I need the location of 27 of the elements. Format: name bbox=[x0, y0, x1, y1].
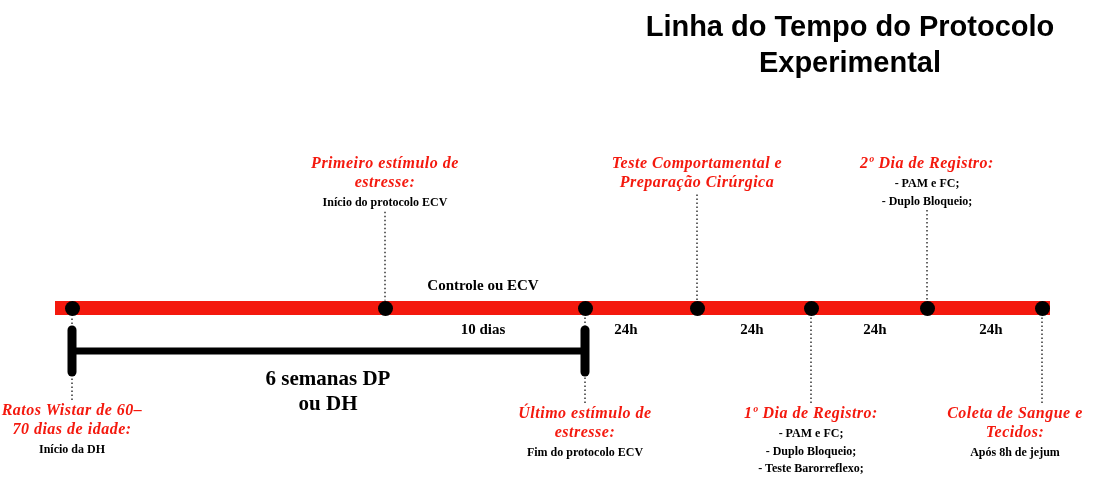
callout-text: - Teste Barorreflexo; bbox=[758, 459, 864, 477]
callout-text: - PAM e FC; bbox=[894, 175, 960, 193]
timeline-label: 24h bbox=[979, 320, 1003, 339]
timeline-label: 24h bbox=[740, 320, 764, 339]
callout-text: Fim do protocolo ECV bbox=[526, 444, 644, 462]
callout-heading: Último estímulo de estresse: bbox=[517, 403, 653, 442]
callout-heading: Coleta de Sangue e Tecidos: bbox=[946, 403, 1084, 442]
callout-text: Após 8h de jejum bbox=[970, 444, 1060, 462]
callout-text: Início da DH bbox=[39, 441, 105, 459]
leader-line bbox=[696, 193, 698, 302]
timeline-label: 10 dias bbox=[460, 320, 506, 339]
title: Linha do Tempo do Protocolo Experimental bbox=[644, 9, 1056, 81]
timeline-label: 24h bbox=[614, 320, 638, 339]
timeline-label: 6 semanas DP ou DH bbox=[264, 366, 392, 417]
callout-text: - Duplo Bloqueio; bbox=[881, 192, 973, 210]
timeline-label: 24h bbox=[863, 320, 887, 339]
callout-text: - Duplo Bloqueio; bbox=[765, 442, 857, 460]
callout-heading: 1º Dia de Registro: bbox=[744, 403, 878, 423]
callout-text: Início do protocolo ECV bbox=[322, 194, 448, 212]
leader-line bbox=[384, 211, 386, 302]
callout-heading: Teste Comportamental e Preparação Cirúrgica bbox=[610, 153, 784, 192]
callout-heading: Ratos Wistar de 60–70 dias de idade: bbox=[0, 400, 144, 439]
callout-heading: 2º Dia de Registro: bbox=[860, 153, 994, 173]
timeline-label: Controle ou ECV bbox=[427, 276, 539, 295]
callout-heading: Primeiro estímulo de estresse: bbox=[310, 153, 460, 192]
callout-text: - PAM e FC; bbox=[778, 425, 844, 443]
leader-line bbox=[926, 209, 928, 302]
